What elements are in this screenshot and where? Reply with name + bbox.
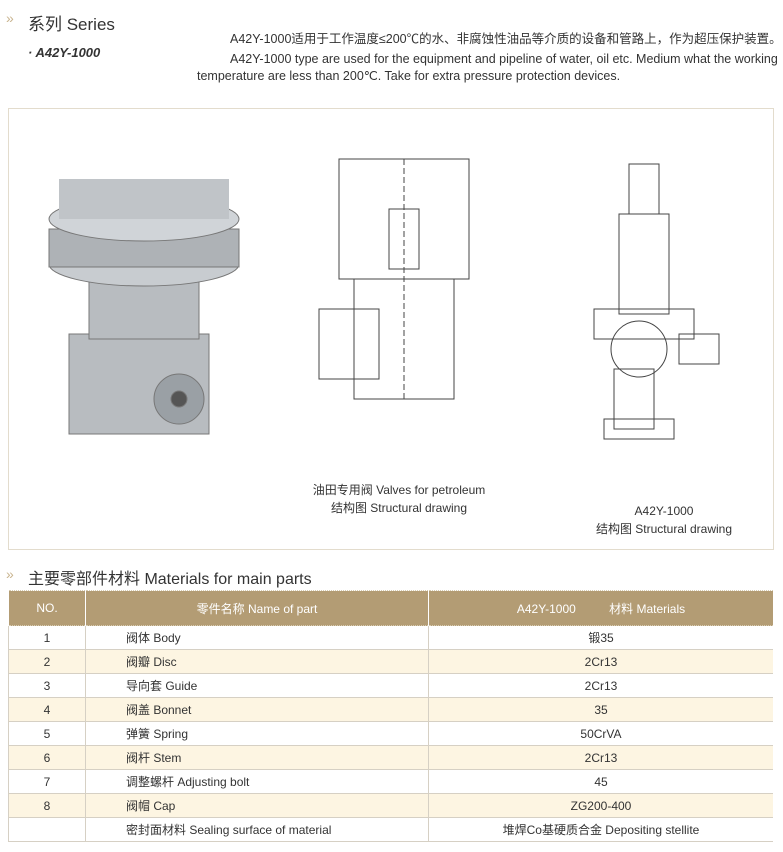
col-no: NO.: [8, 590, 86, 626]
materials-table: NO. 零件名称 Name of part A42Y-1000 材料 Mater…: [8, 590, 773, 842]
row-part: 弹簧 Spring: [85, 721, 429, 746]
chevron-icon: »: [6, 10, 14, 26]
row-no: 4: [8, 697, 86, 722]
intro-en-1: A42Y-1000 type are used for the equipmen…: [230, 52, 778, 66]
valve-illustrations: [48, 158, 720, 440]
row-part: 导向套 Guide: [85, 673, 429, 698]
row-no: 7: [8, 769, 86, 794]
row-material: 锻35: [428, 625, 773, 650]
caption-petroleum: 油田专用阀 Valves for petroleum 结构图 Structura…: [279, 481, 519, 517]
caption-a42y: A42Y-1000 结构图 Structural drawing: [579, 502, 749, 538]
col-part: 零件名称 Name of part: [85, 590, 429, 626]
row-no: 8: [8, 793, 86, 818]
row-part: 阀帽 Cap: [85, 793, 429, 818]
row-material: 2Cr13: [428, 649, 773, 674]
intro-cn: A42Y-1000适用于工作温度≤200℃的水、非腐蚀性油品等介质的设备和管路上…: [230, 32, 782, 46]
row-material: 45: [428, 769, 773, 794]
row-no: 6: [8, 745, 86, 770]
figure-panel: 油田专用阀 Valves for petroleum 结构图 Structura…: [8, 108, 774, 550]
row-part: 密封面材料 Sealing surface of material: [85, 817, 429, 842]
row-material: 2Cr13: [428, 745, 773, 770]
valve-photo: [48, 179, 240, 435]
row-material: 2Cr13: [428, 673, 773, 698]
row-part: 阀瓣 Disc: [85, 649, 429, 674]
chevron-icon: »: [6, 566, 14, 582]
row-part: 调整螺杆 Adjusting bolt: [85, 769, 429, 794]
row-no: [8, 817, 86, 842]
petroleum-valve-drawing: [318, 158, 470, 400]
intro-en-2: temperature are less than 200℃. Take for…: [197, 69, 621, 83]
row-no: 1: [8, 625, 86, 650]
col-materials: A42Y-1000 材料 Materials: [428, 590, 773, 626]
row-no: 5: [8, 721, 86, 746]
row-no: 2: [8, 649, 86, 674]
row-part: 阀杆 Stem: [85, 745, 429, 770]
row-material: 35: [428, 697, 773, 722]
caption-petroleum-line1: 油田专用阀 Valves for petroleum: [312, 483, 486, 497]
row-material: ZG200-400: [428, 793, 773, 818]
row-part: 阀盖 Bonnet: [85, 697, 429, 722]
row-material: 堆焊Co基硬质合金 Depositing stellite: [428, 817, 773, 842]
caption-petroleum-line2: 结构图 Structural drawing: [330, 501, 468, 515]
caption-a42y-line2: 结构图 Structural drawing: [595, 522, 733, 536]
a42y-valve-drawing: [593, 163, 720, 440]
caption-a42y-line1: A42Y-1000: [634, 504, 694, 518]
model-label: · A42Y-1000: [28, 45, 101, 60]
row-part: 阀体 Body: [85, 625, 429, 650]
row-no: 3: [8, 673, 86, 698]
series-title: 系列 Series: [28, 15, 115, 34]
row-material: 50CrVA: [428, 721, 773, 746]
materials-title: 主要零部件材料 Materials for main parts: [28, 571, 312, 588]
